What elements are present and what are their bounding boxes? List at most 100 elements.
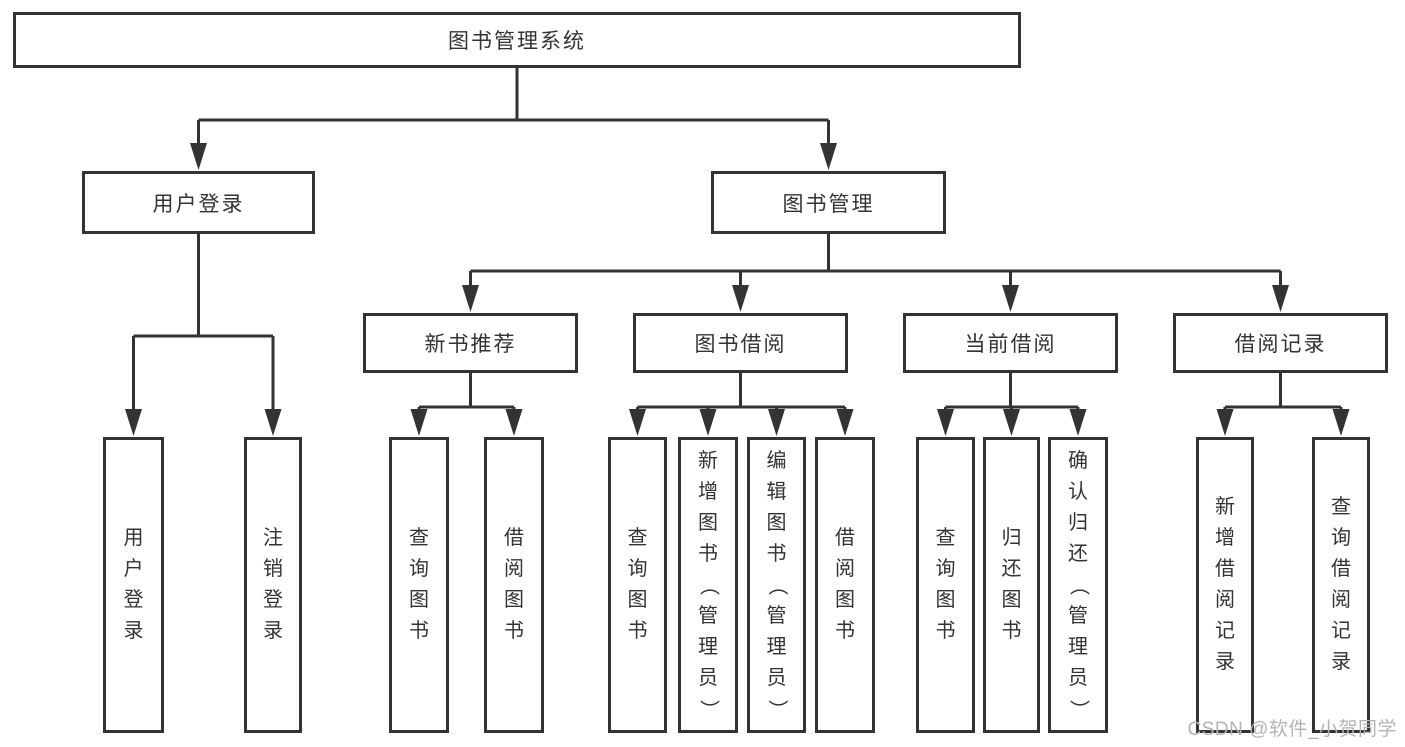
watermark: CSDN @软件_小贺同学 [1187, 719, 1397, 740]
leaf-confirm-return-admin-char: （ [1067, 575, 1090, 595]
leaf-add-books-admin: 新增图书（管理员） [678, 437, 738, 733]
node-book-borrowing: 图书借阅 [633, 313, 848, 373]
node-borrowing-records: 借阅记录 [1173, 313, 1388, 373]
leaf-query-borrow-record-char: 查 [1331, 496, 1351, 518]
node-current-borrowing-label: 当前借阅 [964, 333, 1057, 356]
arrowhead-icon [1003, 409, 1020, 436]
leaf-confirm-return-admin-char: 还 [1068, 542, 1088, 565]
arrowhead-icon [937, 409, 954, 436]
leaf-query-books-recommend-char: 图 [409, 589, 429, 611]
leaf-query-borrow-record-char: 录 [1331, 651, 1351, 673]
leaf-logout-login-char: 注 [263, 527, 283, 549]
leaf-query-books-current: 查询图书 [916, 437, 975, 733]
leaf-add-books-admin-char: 增 [698, 480, 718, 503]
leaf-add-books-admin-char: 图 [698, 511, 718, 534]
leaf-query-books-recommend: 查询图书 [389, 437, 449, 733]
leaf-logout-login-char: 登 [263, 589, 283, 611]
leaf-borrow-books-recommend-char: 图 [504, 589, 524, 611]
leaf-query-books-borrowing: 查询图书 [608, 437, 667, 733]
node-new-book-recommendation: 新书推荐 [363, 313, 578, 373]
leaf-query-books-borrowing-char: 查 [627, 527, 648, 549]
leaf-query-books-current-char: 图 [935, 589, 956, 611]
leaf-add-borrow-record-char: 记 [1215, 620, 1235, 642]
node-user-login: 用户登录 [82, 171, 315, 234]
node-book-management-label: 图书管理 [782, 192, 875, 216]
leaf-edit-books-admin: 编辑图书（管理员） [747, 437, 806, 733]
arrowhead-icon [629, 409, 646, 436]
leaf-query-books-current-char: 询 [935, 558, 956, 580]
leaf-add-borrow-record-char: 借 [1215, 558, 1235, 580]
arrowhead-icon [264, 409, 282, 436]
leaf-edit-books-admin-char: 编 [766, 449, 787, 472]
leaf-edit-books-admin-char: 理 [766, 635, 787, 658]
leaf-edit-books-admin-char: 管 [766, 604, 787, 627]
leaf-user-login-char: 登 [123, 589, 144, 611]
arrowhead-icon [505, 409, 523, 436]
leaf-add-books-admin-char: （ [697, 575, 720, 595]
arrowhead-icon [410, 409, 428, 436]
leaf-add-borrow-record-char: 阅 [1215, 589, 1235, 611]
leaf-query-borrow-record: 查询借阅记录 [1312, 437, 1370, 733]
leaf-confirm-return-admin-char: 理 [1068, 635, 1088, 658]
arrowhead-icon [1216, 409, 1234, 436]
arrowhead-icon [699, 409, 717, 436]
node-new-book-recommendation-label: 新书推荐 [424, 333, 517, 356]
leaf-borrow-books-borrowing: 借阅图书 [815, 437, 875, 733]
leaf-edit-books-admin-char: 员 [766, 666, 787, 689]
leaf-add-books-admin-char: ） [697, 699, 720, 719]
node-library-system-label: 图书管理系统 [448, 30, 586, 53]
leaf-user-login-char: 户 [123, 558, 144, 580]
arrowhead-icon [462, 285, 479, 312]
node-current-borrowing: 当前借阅 [903, 313, 1118, 373]
leaf-borrow-books-borrowing-char: 书 [835, 620, 855, 642]
leaf-borrow-books-borrowing-char: 借 [835, 527, 855, 549]
leaf-user-login-char: 录 [123, 620, 144, 642]
arrowhead-icon [1272, 285, 1289, 312]
leaf-edit-books-admin-char: ） [766, 699, 788, 719]
arrowhead-icon [768, 409, 785, 436]
node-library-system: 图书管理系统 [13, 12, 1021, 68]
leaf-return-books-char: 书 [1001, 620, 1022, 642]
leaf-confirm-return-admin-char: 认 [1068, 480, 1088, 503]
leaf-borrow-books-recommend-char: 阅 [504, 558, 524, 580]
leaf-confirm-return-admin-char: 管 [1068, 604, 1088, 627]
node-book-management: 图书管理 [711, 171, 946, 234]
leaf-query-books-recommend-char: 询 [409, 558, 429, 580]
arrowhead-icon [732, 285, 749, 312]
leaf-query-books-borrowing-char: 书 [627, 620, 648, 642]
leaf-return-books: 归还图书 [983, 437, 1040, 733]
leaf-query-books-recommend-char: 查 [409, 527, 429, 549]
leaf-query-books-current-char: 书 [935, 620, 956, 642]
leaf-borrow-books-recommend-char: 借 [504, 527, 524, 549]
leaf-query-borrow-record-char: 阅 [1331, 589, 1351, 611]
leaf-confirm-return-admin-char: ） [1067, 699, 1090, 719]
leaf-query-borrow-record-char: 记 [1331, 620, 1351, 642]
leaf-add-books-admin-char: 书 [698, 542, 718, 565]
leaf-borrow-books-borrowing-char: 图 [835, 589, 855, 611]
leaf-query-books-current-char: 查 [935, 527, 956, 549]
leaf-query-books-borrowing-char: 询 [627, 558, 648, 580]
arrowhead-icon [1332, 409, 1350, 436]
arrowhead-icon [1069, 409, 1087, 436]
leaf-confirm-return-admin: 确认归还（管理员） [1048, 437, 1108, 733]
leaf-confirm-return-admin-char: 确 [1068, 449, 1088, 472]
leaf-add-books-admin-char: 员 [698, 666, 718, 689]
leaf-query-borrow-record-char: 借 [1331, 558, 1351, 580]
leaf-borrow-books-borrowing-char: 阅 [835, 558, 855, 580]
arrowhead-icon [820, 143, 837, 170]
leaf-add-borrow-record-char: 新 [1215, 496, 1235, 518]
leaf-confirm-return-admin-char: 员 [1068, 666, 1088, 689]
leaf-borrow-books-recommend-char: 书 [504, 620, 524, 642]
leaf-add-borrow-record-char: 增 [1215, 527, 1235, 549]
leaf-add-books-admin-char: 新 [698, 449, 718, 472]
node-book-borrowing-label: 图书借阅 [694, 333, 787, 356]
arrowhead-icon [125, 409, 142, 436]
leaf-return-books-char: 还 [1001, 558, 1022, 580]
leaf-logout-login-char: 销 [263, 558, 283, 580]
leaf-query-books-recommend-char: 书 [409, 620, 429, 642]
leaf-return-books-char: 归 [1001, 527, 1022, 549]
leaf-logout-login-char: 录 [263, 620, 283, 642]
leaf-query-borrow-record-char: 询 [1331, 527, 1351, 549]
node-user-login-label: 用户登录 [152, 192, 245, 216]
